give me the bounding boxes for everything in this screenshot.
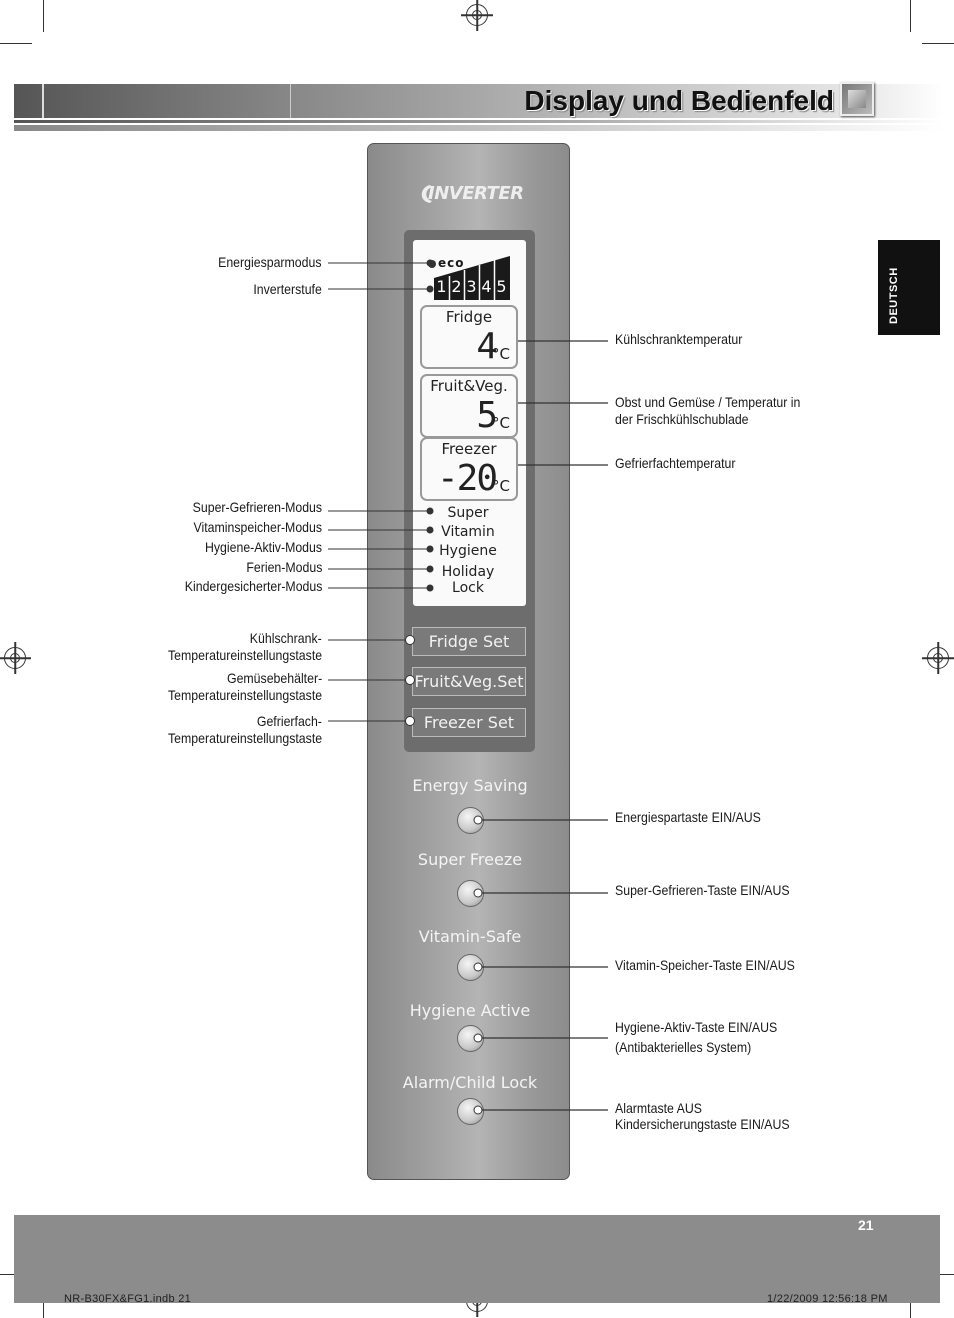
freezer-set-button[interactable]: Freezer Set xyxy=(412,708,526,737)
label-super-mode: Super-Gefrieren-Modus xyxy=(193,499,322,516)
inverter-level: 2 xyxy=(449,277,464,297)
vitamin-safe-label: Vitamin-Safe xyxy=(390,927,550,946)
title-square-icon xyxy=(840,82,874,116)
fridge-temp-unit: °C xyxy=(492,345,510,363)
label-eco-mode: Energiesparmodus xyxy=(219,254,322,271)
mode-super-label: Super xyxy=(436,505,500,521)
file-slug: NR-B30FX&FG1.indb 21 xyxy=(64,1293,191,1305)
label-fruitveg-set: Temperatureinstellungstaste xyxy=(168,687,322,704)
label-vitamin-button: Vitamin-Speicher-Taste EIN/AUS xyxy=(615,957,795,974)
fridge-temp-label: Fridge xyxy=(422,308,516,326)
date-slug: 1/22/2009 12:56:18 PM xyxy=(767,1293,888,1305)
inverter-level: 1 xyxy=(434,277,449,297)
label-alarm-button: Kindersicherungstaste EIN/AUS xyxy=(615,1116,790,1133)
hygiene-active-button[interactable] xyxy=(457,1025,484,1052)
registration-mark-icon xyxy=(466,4,488,26)
registration-mark-icon xyxy=(4,647,26,669)
label-hygiene-button: (Antibakterielles System) xyxy=(615,1039,751,1056)
label-fruitveg-temp: Obst und Gemüse / Temperatur in xyxy=(615,394,800,411)
label-freezer-temp: Gefrierfachtemperatur xyxy=(615,455,736,472)
registration-mark-icon xyxy=(927,647,949,669)
mode-hygiene-label: Hygiene xyxy=(436,543,500,559)
fruitveg-temp-unit: °C xyxy=(492,414,510,432)
vitamin-safe-button[interactable] xyxy=(457,954,484,981)
freezer-temp-value: -20 xyxy=(437,461,496,497)
fruitveg-temp-label: Fruit&Veg. xyxy=(422,377,516,395)
crop-mark xyxy=(0,43,32,44)
inverter-level: 4 xyxy=(479,277,494,297)
fruitveg-set-button[interactable]: Fruit&Veg.Set xyxy=(412,667,526,696)
hygiene-active-label: Hygiene Active xyxy=(390,1001,550,1020)
label-fridge-set: Temperatureinstellungstaste xyxy=(168,647,322,664)
crop-mark xyxy=(922,43,954,44)
fruitveg-temp-display: Fruit&Veg. 5 °C xyxy=(420,374,518,438)
label-vitamin-mode: Vitaminspeicher-Modus xyxy=(193,519,322,536)
freezer-temp-display: Freezer -20 °C xyxy=(420,437,518,501)
fridge-set-button[interactable]: Fridge Set xyxy=(412,627,526,656)
label-holiday-mode: Ferien-Modus xyxy=(246,559,322,576)
freezer-temp-unit: °C xyxy=(492,477,510,495)
label-freezer-set: Gefrierfach- xyxy=(257,713,322,730)
mode-lock-label: Lock xyxy=(436,580,500,596)
crop-mark xyxy=(43,0,44,32)
page-number: 21 xyxy=(858,1217,874,1233)
label-inverter-level: Inverterstufe xyxy=(254,281,322,298)
mode-holiday-label: Holiday xyxy=(436,564,500,580)
label-fruitveg-temp: der Frischkühlschublade xyxy=(615,411,749,428)
label-fridge-set: Kühlschrank- xyxy=(250,630,322,647)
label-super-freeze-button: Super-Gefrieren-Taste EIN/AUS xyxy=(615,882,790,899)
footer-bar xyxy=(14,1215,940,1303)
page-title: Display und Bedienfeld xyxy=(524,84,834,118)
fridge-temp-display: Fridge 4 °C xyxy=(420,305,518,369)
label-energy-button: Energiespartaste EIN/AUS xyxy=(615,809,761,826)
label-fruitveg-set: Gemüsebehälter- xyxy=(227,670,322,687)
inverter-logo-text: INVERTER xyxy=(428,183,523,204)
title-rule xyxy=(14,125,944,131)
inverter-level: 5 xyxy=(494,277,509,297)
label-fridge-temp: Kühlschranktemperatur xyxy=(615,331,742,348)
energy-saving-label: Energy Saving xyxy=(390,776,550,795)
super-freeze-button[interactable] xyxy=(457,880,484,907)
alarm-child-lock-label: Alarm/Child Lock xyxy=(390,1073,550,1092)
label-alarm-button: Alarmtaste AUS xyxy=(615,1100,702,1117)
label-hygiene-mode: Hygiene-Aktiv-Modus xyxy=(205,539,322,556)
alarm-child-lock-button[interactable] xyxy=(457,1098,484,1125)
crop-mark xyxy=(910,0,911,32)
title-rule xyxy=(14,120,944,123)
energy-saving-button[interactable] xyxy=(457,807,484,834)
label-lock-mode: Kindergesicherter-Modus xyxy=(184,578,322,595)
freezer-temp-label: Freezer xyxy=(422,440,516,458)
inverter-level: 3 xyxy=(464,277,479,297)
label-freezer-set: Temperatureinstellungstaste xyxy=(168,730,322,747)
language-tab-label: DEUTSCH xyxy=(888,267,900,324)
language-tab: DEUTSCH xyxy=(878,240,940,335)
label-hygiene-button: Hygiene-Aktiv-Taste EIN/AUS xyxy=(615,1019,777,1036)
super-freeze-label: Super Freeze xyxy=(390,850,550,869)
mode-vitamin-label: Vitamin xyxy=(436,524,500,540)
